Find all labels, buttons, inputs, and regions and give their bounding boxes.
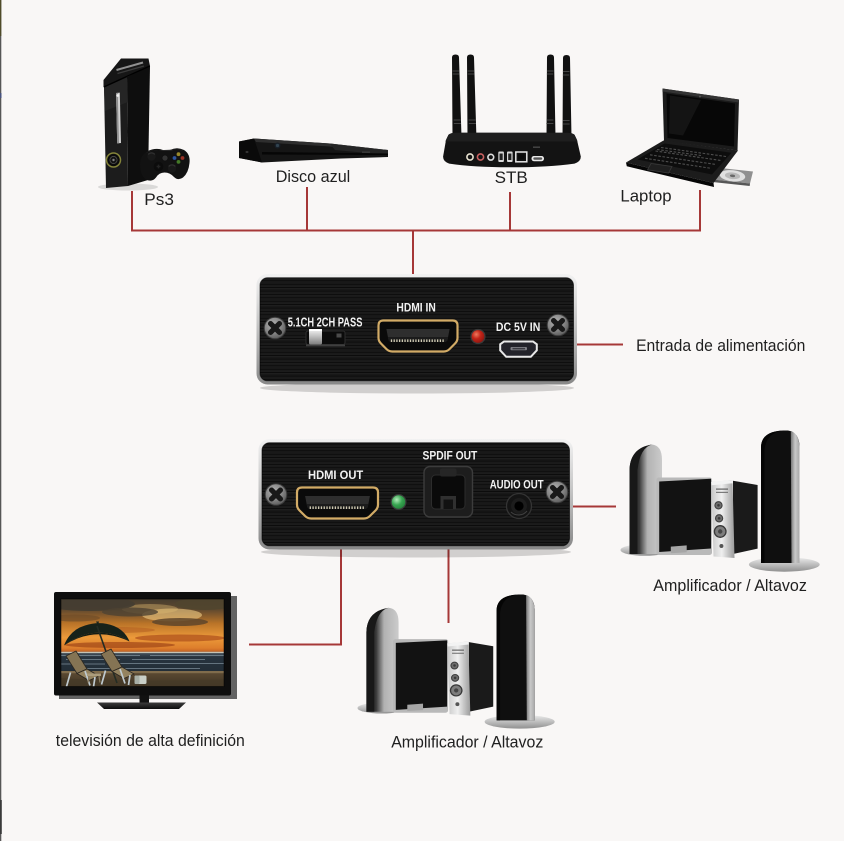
svg-text:Disco azul: Disco azul bbox=[276, 168, 351, 186]
svg-text:Ps3: Ps3 bbox=[144, 191, 174, 209]
svg-text:AUDIO OUT: AUDIO OUT bbox=[490, 477, 544, 491]
svg-text:DC 5V IN: DC 5V IN bbox=[496, 320, 540, 334]
svg-text:Laptop: Laptop bbox=[620, 188, 671, 206]
svg-text:SPDIF OUT: SPDIF OUT bbox=[423, 449, 478, 463]
svg-text:HDMI IN: HDMI IN bbox=[396, 301, 435, 315]
svg-text:HDMI OUT: HDMI OUT bbox=[308, 468, 364, 482]
svg-text:televisión de alta definición: televisión de alta definición bbox=[56, 732, 245, 750]
svg-text:STB: STB bbox=[495, 169, 528, 187]
svg-text:Entrada de alimentación: Entrada de alimentación bbox=[636, 337, 805, 355]
svg-text:Amplificador / Altavoz: Amplificador / Altavoz bbox=[391, 734, 543, 752]
svg-text:Amplificador / Altavoz: Amplificador / Altavoz bbox=[653, 577, 807, 595]
svg-text:5.1CH 2CH PASS: 5.1CH 2CH PASS bbox=[288, 315, 363, 329]
